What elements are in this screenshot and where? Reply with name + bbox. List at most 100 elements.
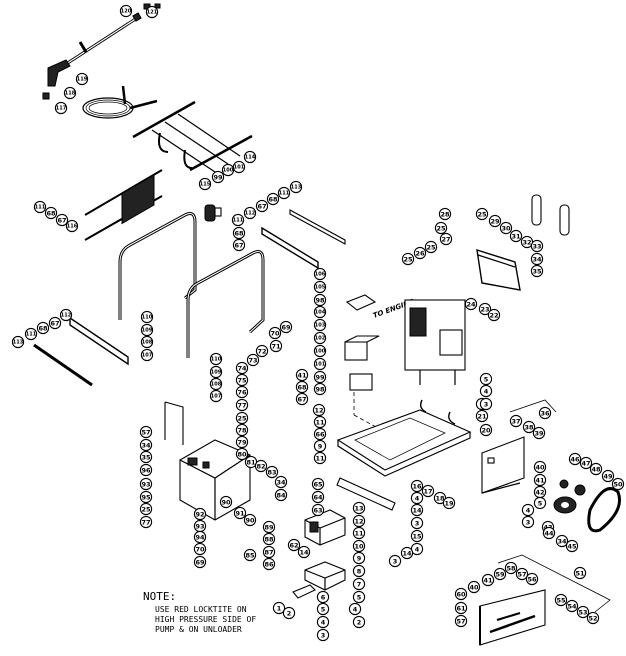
part-balloon-3: 3 <box>521 515 535 529</box>
fuel-tank <box>164 401 251 521</box>
balloon-label: 93 <box>141 480 150 488</box>
balloon-label: 9 <box>357 554 362 562</box>
balloon-label: 82 <box>256 462 265 470</box>
balloon-circle <box>75 72 89 86</box>
part-balloon-107: 107 <box>209 389 223 403</box>
part-balloon-34: 34 <box>530 252 544 266</box>
balloon-label: 12 <box>314 406 323 414</box>
balloon-label: 53 <box>578 608 587 616</box>
balloon-label: 56 <box>527 575 537 583</box>
balloon-label: 54 <box>567 602 577 610</box>
part-balloon-3: 3 <box>479 397 493 411</box>
balloon-label: 52 <box>588 614 597 622</box>
balloon-label: 45 <box>567 542 577 550</box>
part-balloon-93: 93 <box>193 519 207 533</box>
balloon-label: 70 <box>270 329 280 337</box>
balloon-label: 116 <box>67 223 78 229</box>
balloon-circle <box>410 529 424 543</box>
part-balloon-110: 110 <box>140 310 154 324</box>
part-balloon-102: 102 <box>313 331 327 345</box>
balloon-circle <box>313 305 327 319</box>
balloon-circle <box>439 232 453 246</box>
balloon-label: 25 <box>141 505 151 513</box>
part-balloon-72: 72 <box>255 344 269 358</box>
part-balloon-31: 31 <box>509 229 523 243</box>
balloon-circle <box>63 86 77 100</box>
balloon-label: 68 <box>46 209 56 217</box>
part-balloon-37: 37 <box>509 414 523 428</box>
part-balloon-109: 109 <box>140 323 154 337</box>
part-balloon-83: 83 <box>265 465 279 479</box>
part-balloon-113: 113 <box>289 180 303 194</box>
balloon-label: 69 <box>281 323 291 331</box>
balloon-circle <box>65 219 79 233</box>
part-balloon-13: 13 <box>352 501 366 515</box>
part-balloon-38: 38 <box>522 420 536 434</box>
balloon-label: 44 <box>544 529 554 537</box>
balloon-circle <box>209 352 223 366</box>
balloon-label: 99 <box>315 373 325 381</box>
balloon-circle <box>295 392 309 406</box>
balloon-circle <box>235 398 249 412</box>
balloon-label: 109 <box>211 369 222 375</box>
balloon-label: 91 <box>235 509 245 517</box>
balloon-circle <box>521 515 535 529</box>
balloon-circle <box>475 409 489 423</box>
balloon-circle <box>589 462 603 476</box>
balloon-circle <box>262 532 276 546</box>
balloon-label: 115 <box>200 181 211 187</box>
part-balloon-112: 112 <box>59 308 73 322</box>
control-box <box>304 509 346 546</box>
balloon-circle <box>573 566 587 580</box>
part-balloon-70: 70 <box>193 542 207 556</box>
hose-reel-bracket <box>132 100 253 173</box>
balloon-label: 7 <box>357 580 362 588</box>
balloon-circle <box>279 320 293 334</box>
part-balloon-111: 111 <box>24 327 38 341</box>
balloon-label: 4 <box>415 545 420 553</box>
balloon-circle <box>235 373 249 387</box>
part-balloon-57: 57 <box>139 425 153 439</box>
balloon-label: 68 <box>38 324 48 332</box>
balloon-label: 29 <box>490 217 500 225</box>
part-balloon-118: 118 <box>63 86 77 100</box>
balloon-label: 41 <box>483 576 493 584</box>
balloon-label: 47 <box>581 459 590 467</box>
balloon-label: 111 <box>279 190 290 196</box>
balloon-circle <box>48 316 62 330</box>
balloon-label: 117 <box>56 105 67 111</box>
balloon-label: 22 <box>489 311 498 319</box>
balloon-label: 51 <box>575 569 585 577</box>
balloon-label: 87 <box>264 548 273 556</box>
balloon-circle <box>193 555 207 569</box>
balloon-circle <box>235 447 249 461</box>
balloon-label: 121 <box>147 9 158 15</box>
balloon-label: 6 <box>321 593 326 601</box>
part-balloon-20: 20 <box>479 423 493 437</box>
part-balloon-93: 93 <box>139 477 153 491</box>
balloon-label: 101 <box>315 361 326 367</box>
part-balloon-80: 80 <box>235 447 249 461</box>
balloon-label: 119 <box>77 76 88 82</box>
balloon-circle <box>316 628 330 642</box>
balloon-label: 33 <box>532 242 541 250</box>
part-balloon-73: 73 <box>246 353 260 367</box>
balloon-label: 112 <box>245 210 256 216</box>
balloon-circle <box>193 507 207 521</box>
balloon-circle <box>235 411 249 425</box>
balloon-circle <box>232 160 246 174</box>
balloon-label: 50 <box>613 480 623 488</box>
balloon-circle <box>36 321 50 335</box>
balloon-label: 109 <box>142 327 153 333</box>
part-balloon-10: 10 <box>352 539 366 553</box>
part-balloon-39: 39 <box>532 426 546 440</box>
balloon-circle <box>388 554 402 568</box>
balloon-circle <box>424 240 438 254</box>
balloon-label: 118 <box>65 90 76 96</box>
mounting-bracket <box>304 561 346 591</box>
part-balloon-77: 77 <box>139 515 153 529</box>
balloon-circle <box>11 335 25 349</box>
balloon-circle <box>262 545 276 559</box>
part-balloon-64: 64 <box>311 490 325 504</box>
balloon-label: 62 <box>289 541 298 549</box>
